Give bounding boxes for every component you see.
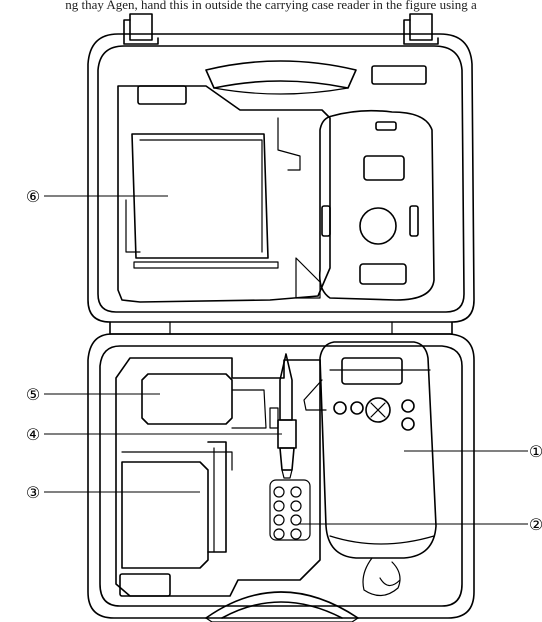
case-base (87, 333, 475, 622)
handheld-meter (303, 341, 437, 597)
callout-numbers: ⑥ ⑤ ④ ③ ① ② (26, 187, 542, 534)
case-lid (87, 33, 475, 323)
callout-5: ⑤ (26, 385, 40, 404)
callout-4: ④ (26, 425, 40, 444)
callout-leaders (44, 195, 528, 525)
callout-6: ⑥ (26, 187, 40, 206)
callout-3: ③ (26, 483, 40, 502)
callout-1: ① (529, 442, 542, 461)
callout-2: ② (529, 515, 542, 534)
figure-caption: ng thay Agen, hand this in outside the c… (65, 0, 477, 12)
case-hinge (109, 321, 453, 335)
batteries (269, 479, 311, 541)
case-latches (123, 13, 439, 45)
